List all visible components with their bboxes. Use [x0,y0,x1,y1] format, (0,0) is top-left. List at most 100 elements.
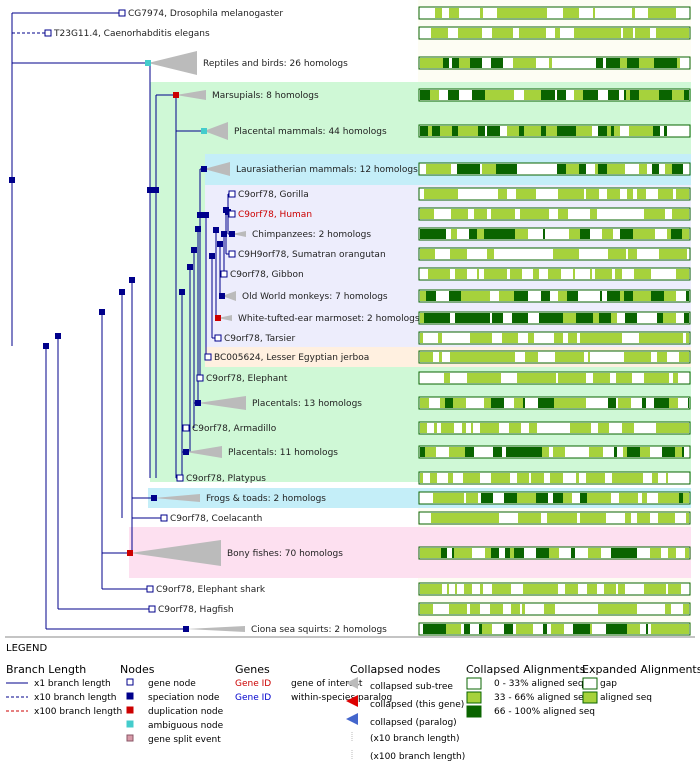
collapsed-node-marker[interactable] [151,495,157,501]
tree-leaf[interactable]: C9orf78, Elephant [196,374,288,384]
gene-node[interactable] [146,585,154,593]
tree-leaf[interactable]: Reptiles and birds: 26 homologs [145,51,348,75]
gene-node[interactable] [214,334,222,342]
tree-leaf[interactable]: CG7974, Drosophila melanogaster [118,9,283,19]
leaf-label[interactable]: White-tufted-ear marmoset: 2 homologs [238,314,420,324]
collapsed-subtree-icon[interactable] [186,626,245,632]
collapsed-subtree-icon[interactable] [154,494,200,502]
speciation-node[interactable] [225,209,231,215]
collapsed-subtree-icon[interactable] [222,291,236,301]
speciation-node[interactable] [187,264,193,270]
leaf-label[interactable]: Bony fishes: 70 homologs [227,549,343,559]
speciation-node[interactable] [119,289,125,295]
leaf-label[interactable]: Old World monkeys: 7 homologs [242,292,388,302]
collapsed-subtree-icon[interactable] [148,51,197,75]
collapsed-node-marker[interactable] [215,315,221,321]
leaf-label[interactable]: Reptiles and birds: 26 homologs [203,59,348,69]
gene-node[interactable] [228,210,236,218]
leaf-label[interactable]: C9H9orf78, Sumatran orangutan [238,250,386,260]
leaf-label[interactable]: C9orf78, Elephant [206,374,288,384]
collapsed-node-marker[interactable] [201,128,207,134]
leaf-label[interactable]: Ciona sea squirts: 2 homologs [251,625,387,635]
speciation-node[interactable] [213,227,219,233]
tree-leaf[interactable]: C9orf78, Gibbon [220,270,304,280]
tree-leaf[interactable]: Marsupials: 8 homologs [173,90,319,101]
leaf-label[interactable]: CG7974, Drosophila melanogaster [128,9,283,19]
collapsed-subtree-icon[interactable] [204,162,230,176]
gene-node[interactable] [182,424,190,432]
speciation-node[interactable] [9,177,15,183]
collapsed-subtree-icon[interactable] [198,396,246,410]
gene-node[interactable] [196,374,204,382]
tree-leaf[interactable]: C9orf78, Human [228,210,312,220]
collapsed-node-marker[interactable] [219,293,225,299]
tree-leaf[interactable]: Bony fishes: 70 homologs [127,540,343,566]
gene-node[interactable] [228,190,236,198]
speciation-node[interactable] [191,247,197,253]
collapsed-node-marker[interactable] [127,550,133,556]
collapsed-node-marker[interactable] [201,166,207,172]
speciation-node[interactable] [203,212,209,218]
collapsed-node-marker[interactable] [173,92,179,98]
collapsed-subtree-icon[interactable] [218,315,232,321]
leaf-label[interactable]: C9orf78, Hagfish [158,605,234,615]
leaf-label[interactable]: Frogs & toads: 2 homologs [206,494,326,504]
leaf-label[interactable]: Placental mammals: 44 homologs [234,127,387,137]
leaf-label[interactable]: C9orf78, Elephant shark [156,585,266,595]
tree-leaf[interactable]: C9orf78, Coelacanth [160,514,262,524]
tree-leaf[interactable]: Chimpanzees: 2 homologs [229,230,371,240]
speciation-node[interactable] [99,309,105,315]
gene-node[interactable] [44,29,52,37]
collapsed-subtree-icon[interactable] [176,90,206,100]
speciation-node[interactable] [197,212,203,218]
tree-leaf[interactable]: C9orf78, Gorilla [228,190,309,200]
gene-node[interactable] [176,474,184,482]
tree-leaf[interactable]: C9orf78, Armadillo [182,424,277,434]
gene-node[interactable] [220,270,228,278]
collapsed-node-marker[interactable] [183,449,189,455]
tree-leaf[interactable]: Placentals: 13 homologs [195,396,362,410]
leaf-label[interactable]: Marsupials: 8 homologs [212,91,319,101]
leaf-label[interactable]: Chimpanzees: 2 homologs [252,230,371,240]
collapsed-node-marker[interactable] [195,400,201,406]
tree-leaf[interactable]: C9orf78, Hagfish [148,605,234,615]
tree-leaf[interactable]: Placentals: 11 homologs [183,446,338,458]
gene-node[interactable] [118,9,126,17]
tree-leaf[interactable]: Placental mammals: 44 homologs [201,122,387,140]
tree-leaf[interactable]: White-tufted-ear marmoset: 2 homologs [215,314,420,324]
leaf-label[interactable]: C9orf78, Coelacanth [170,514,262,524]
leaf-label[interactable]: Placentals: 11 homologs [228,448,338,458]
leaf-label[interactable]: BC005624, Lesser Egyptian jerboa [214,353,369,363]
speciation-node[interactable] [129,277,135,283]
leaf-label[interactable]: C9orf78, Gorilla [238,190,309,200]
tree-leaf[interactable]: Ciona sea squirts: 2 homologs [183,625,387,635]
collapsed-subtree-icon[interactable] [232,231,246,237]
gene-node[interactable] [148,605,156,613]
leaf-label[interactable]: Laurasiatherian mammals: 12 homologs [236,165,418,175]
tree-leaf[interactable]: Laurasiatherian mammals: 12 homologs [201,162,418,176]
speciation-node[interactable] [179,289,185,295]
collapsed-node-marker[interactable] [145,60,151,66]
collapsed-subtree-icon[interactable] [130,540,221,566]
speciation-node[interactable] [153,187,159,193]
tree-leaf[interactable]: C9orf78, Platypus [176,474,266,484]
leaf-label[interactable]: C9orf78, Tarsier [224,334,296,344]
speciation-node[interactable] [55,333,61,339]
tree-leaf[interactable]: C9H9orf78, Sumatran orangutan [228,250,386,260]
tree-leaf[interactable]: T23G11.4, Caenorhabditis elegans [44,29,210,39]
leaf-label[interactable]: C9orf78, Gibbon [230,270,304,280]
tree-leaf[interactable]: Frogs & toads: 2 homologs [151,494,326,504]
tree-leaf[interactable]: BC005624, Lesser Egyptian jerboa [204,353,369,363]
gene-node[interactable] [160,514,168,522]
collapsed-node-marker[interactable] [183,626,189,632]
speciation-node[interactable] [43,343,49,349]
speciation-node[interactable] [221,231,227,237]
leaf-label[interactable]: T23G11.4, Caenorhabditis elegans [53,29,210,39]
collapsed-node-marker[interactable] [229,231,235,237]
speciation-node[interactable] [195,226,201,232]
speciation-node[interactable] [147,187,153,193]
tree-leaf[interactable]: C9orf78, Elephant shark [146,585,266,595]
gene-node[interactable] [204,353,212,361]
leaf-label[interactable]: Placentals: 13 homologs [252,399,362,409]
leaf-label[interactable]: C9orf78, Platypus [186,474,266,484]
